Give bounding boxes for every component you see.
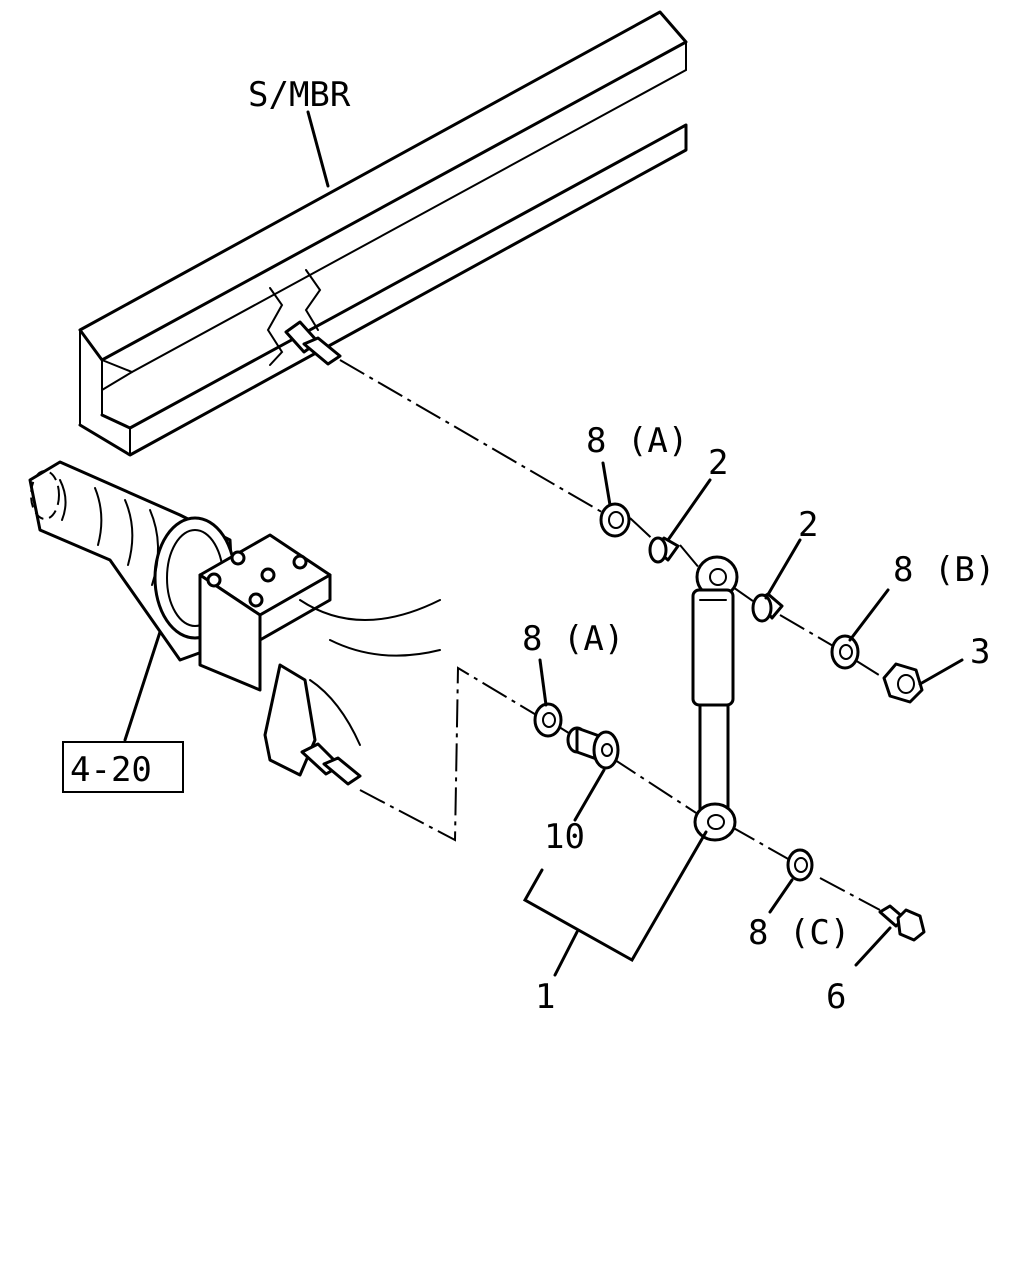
label-washer-8a-lower: 8 (A) <box>522 619 624 659</box>
bushing-10 <box>566 726 620 770</box>
ref-box-frame <box>62 741 184 793</box>
side-member-rail <box>78 10 688 457</box>
label-side-member: S/MBR <box>248 75 351 115</box>
washer-8a-lower <box>533 702 563 738</box>
label-bushing-10: 10 <box>544 817 585 857</box>
label-rod-assembly: 1 <box>535 977 555 1017</box>
label-bushing-2-lower: 2 <box>798 505 818 545</box>
lower-bracket <box>263 663 362 786</box>
label-washer-8a-upper: 8 (A) <box>586 421 688 461</box>
label-washer-8c: 8 (C) <box>748 913 850 953</box>
bushing-2-upper <box>648 536 680 564</box>
washer-8c <box>786 848 814 882</box>
link-rod-assembly <box>691 555 739 842</box>
bolt-6 <box>878 904 926 942</box>
bushing-2-lower <box>751 592 784 623</box>
label-ref-box: 4-20 <box>70 750 152 790</box>
label-bushing-2-upper: 2 <box>708 443 728 483</box>
washer-8a-upper <box>599 502 631 538</box>
label-bolt-6: 6 <box>826 977 846 1017</box>
nut-3 <box>882 662 924 704</box>
washer-8b <box>830 634 860 670</box>
label-nut-3: 3 <box>970 632 990 672</box>
leader-lines <box>123 110 964 977</box>
spring-seat-bracket <box>198 533 441 692</box>
label-washer-8b: 8 (B) <box>893 550 995 590</box>
